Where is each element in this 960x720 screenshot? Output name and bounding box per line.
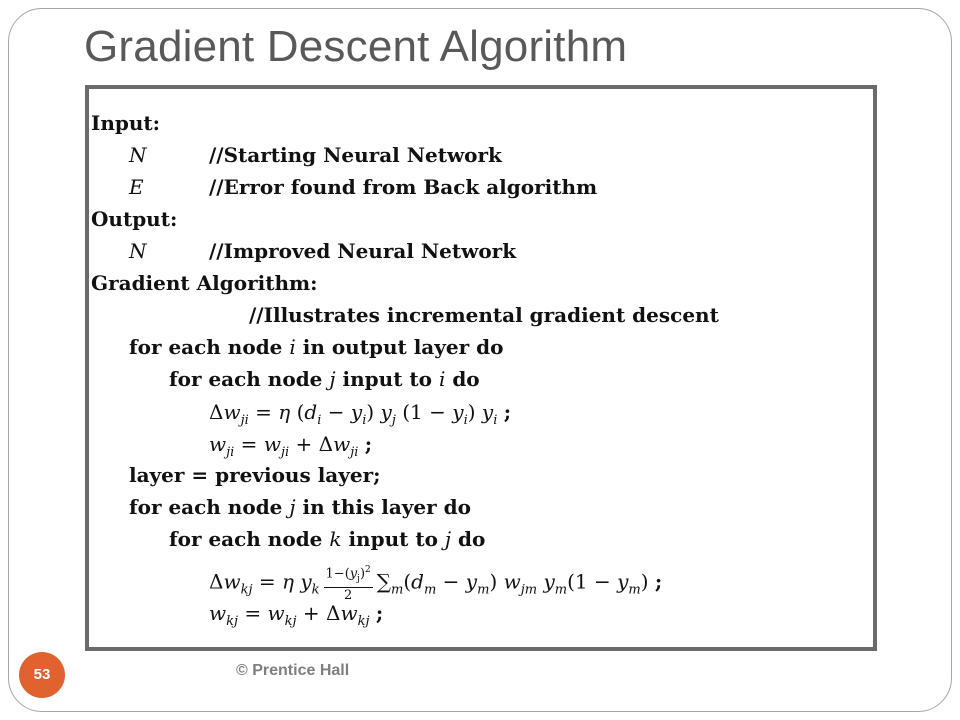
- input-e-symbol: E: [129, 175, 144, 199]
- loop-inputs-to-i: for each node j input to i do: [169, 367, 480, 391]
- algorithm-box: Input: N //Starting Neural Network E //E…: [85, 85, 877, 651]
- loop3-text-a: for each node: [129, 495, 290, 519]
- equation-w-kj-update: wkj = wkj + Δwkj ;: [209, 601, 384, 629]
- output-heading: Output:: [91, 207, 178, 231]
- loop1-text-b: in output layer do: [295, 335, 504, 359]
- footer-copyright: © Prentice Hall: [236, 662, 350, 679]
- input-e-comment: //Error found from Back algorithm: [209, 175, 598, 199]
- loop4-text-c: do: [451, 527, 486, 551]
- loop-inputs-to-j: for each node k input to j do: [169, 527, 485, 551]
- loop-layer-nodes: for each node j in this layer do: [129, 495, 471, 519]
- output-n-comment: //Improved Neural Network: [209, 239, 517, 263]
- loop4-text-b: input to: [341, 527, 445, 551]
- slide-title: Gradient Descent Algorithm: [84, 22, 628, 71]
- loop1-text-a: for each node: [129, 335, 290, 359]
- loop3-text-b: in this layer do: [295, 495, 471, 519]
- input-n-comment: //Starting Neural Network: [209, 143, 502, 167]
- input-heading: Input:: [91, 111, 161, 135]
- loop2-var2: i: [438, 367, 446, 391]
- equation-delta-w-ji: Δwji = η (di − yi) yj (1 − yi) yi ;: [209, 400, 512, 428]
- loop4-var2: j: [444, 527, 452, 551]
- input-n-symbol: N: [129, 143, 147, 167]
- loop2-text-c: do: [445, 367, 480, 391]
- loop2-text-b: input to: [335, 367, 439, 391]
- equation-w-ji-update: wji = wji + Δwji ;: [209, 432, 373, 460]
- loop2-var: j: [329, 367, 336, 391]
- page-number-badge: 53: [19, 652, 65, 698]
- loop4-var: k: [329, 527, 342, 551]
- output-n-symbol: N: [129, 239, 147, 263]
- loop3-var: j: [289, 495, 296, 519]
- loop1-var: i: [289, 335, 296, 359]
- gradient-algorithm-heading: Gradient Algorithm:: [91, 271, 318, 295]
- algorithm-comment: //Illustrates incremental gradient desce…: [249, 303, 719, 327]
- loop-output-nodes: for each node i in output layer do: [129, 335, 503, 359]
- loop2-text-a: for each node: [169, 367, 330, 391]
- loop4-text-a: for each node: [169, 527, 330, 551]
- layer-assignment: layer = previous layer;: [129, 463, 381, 487]
